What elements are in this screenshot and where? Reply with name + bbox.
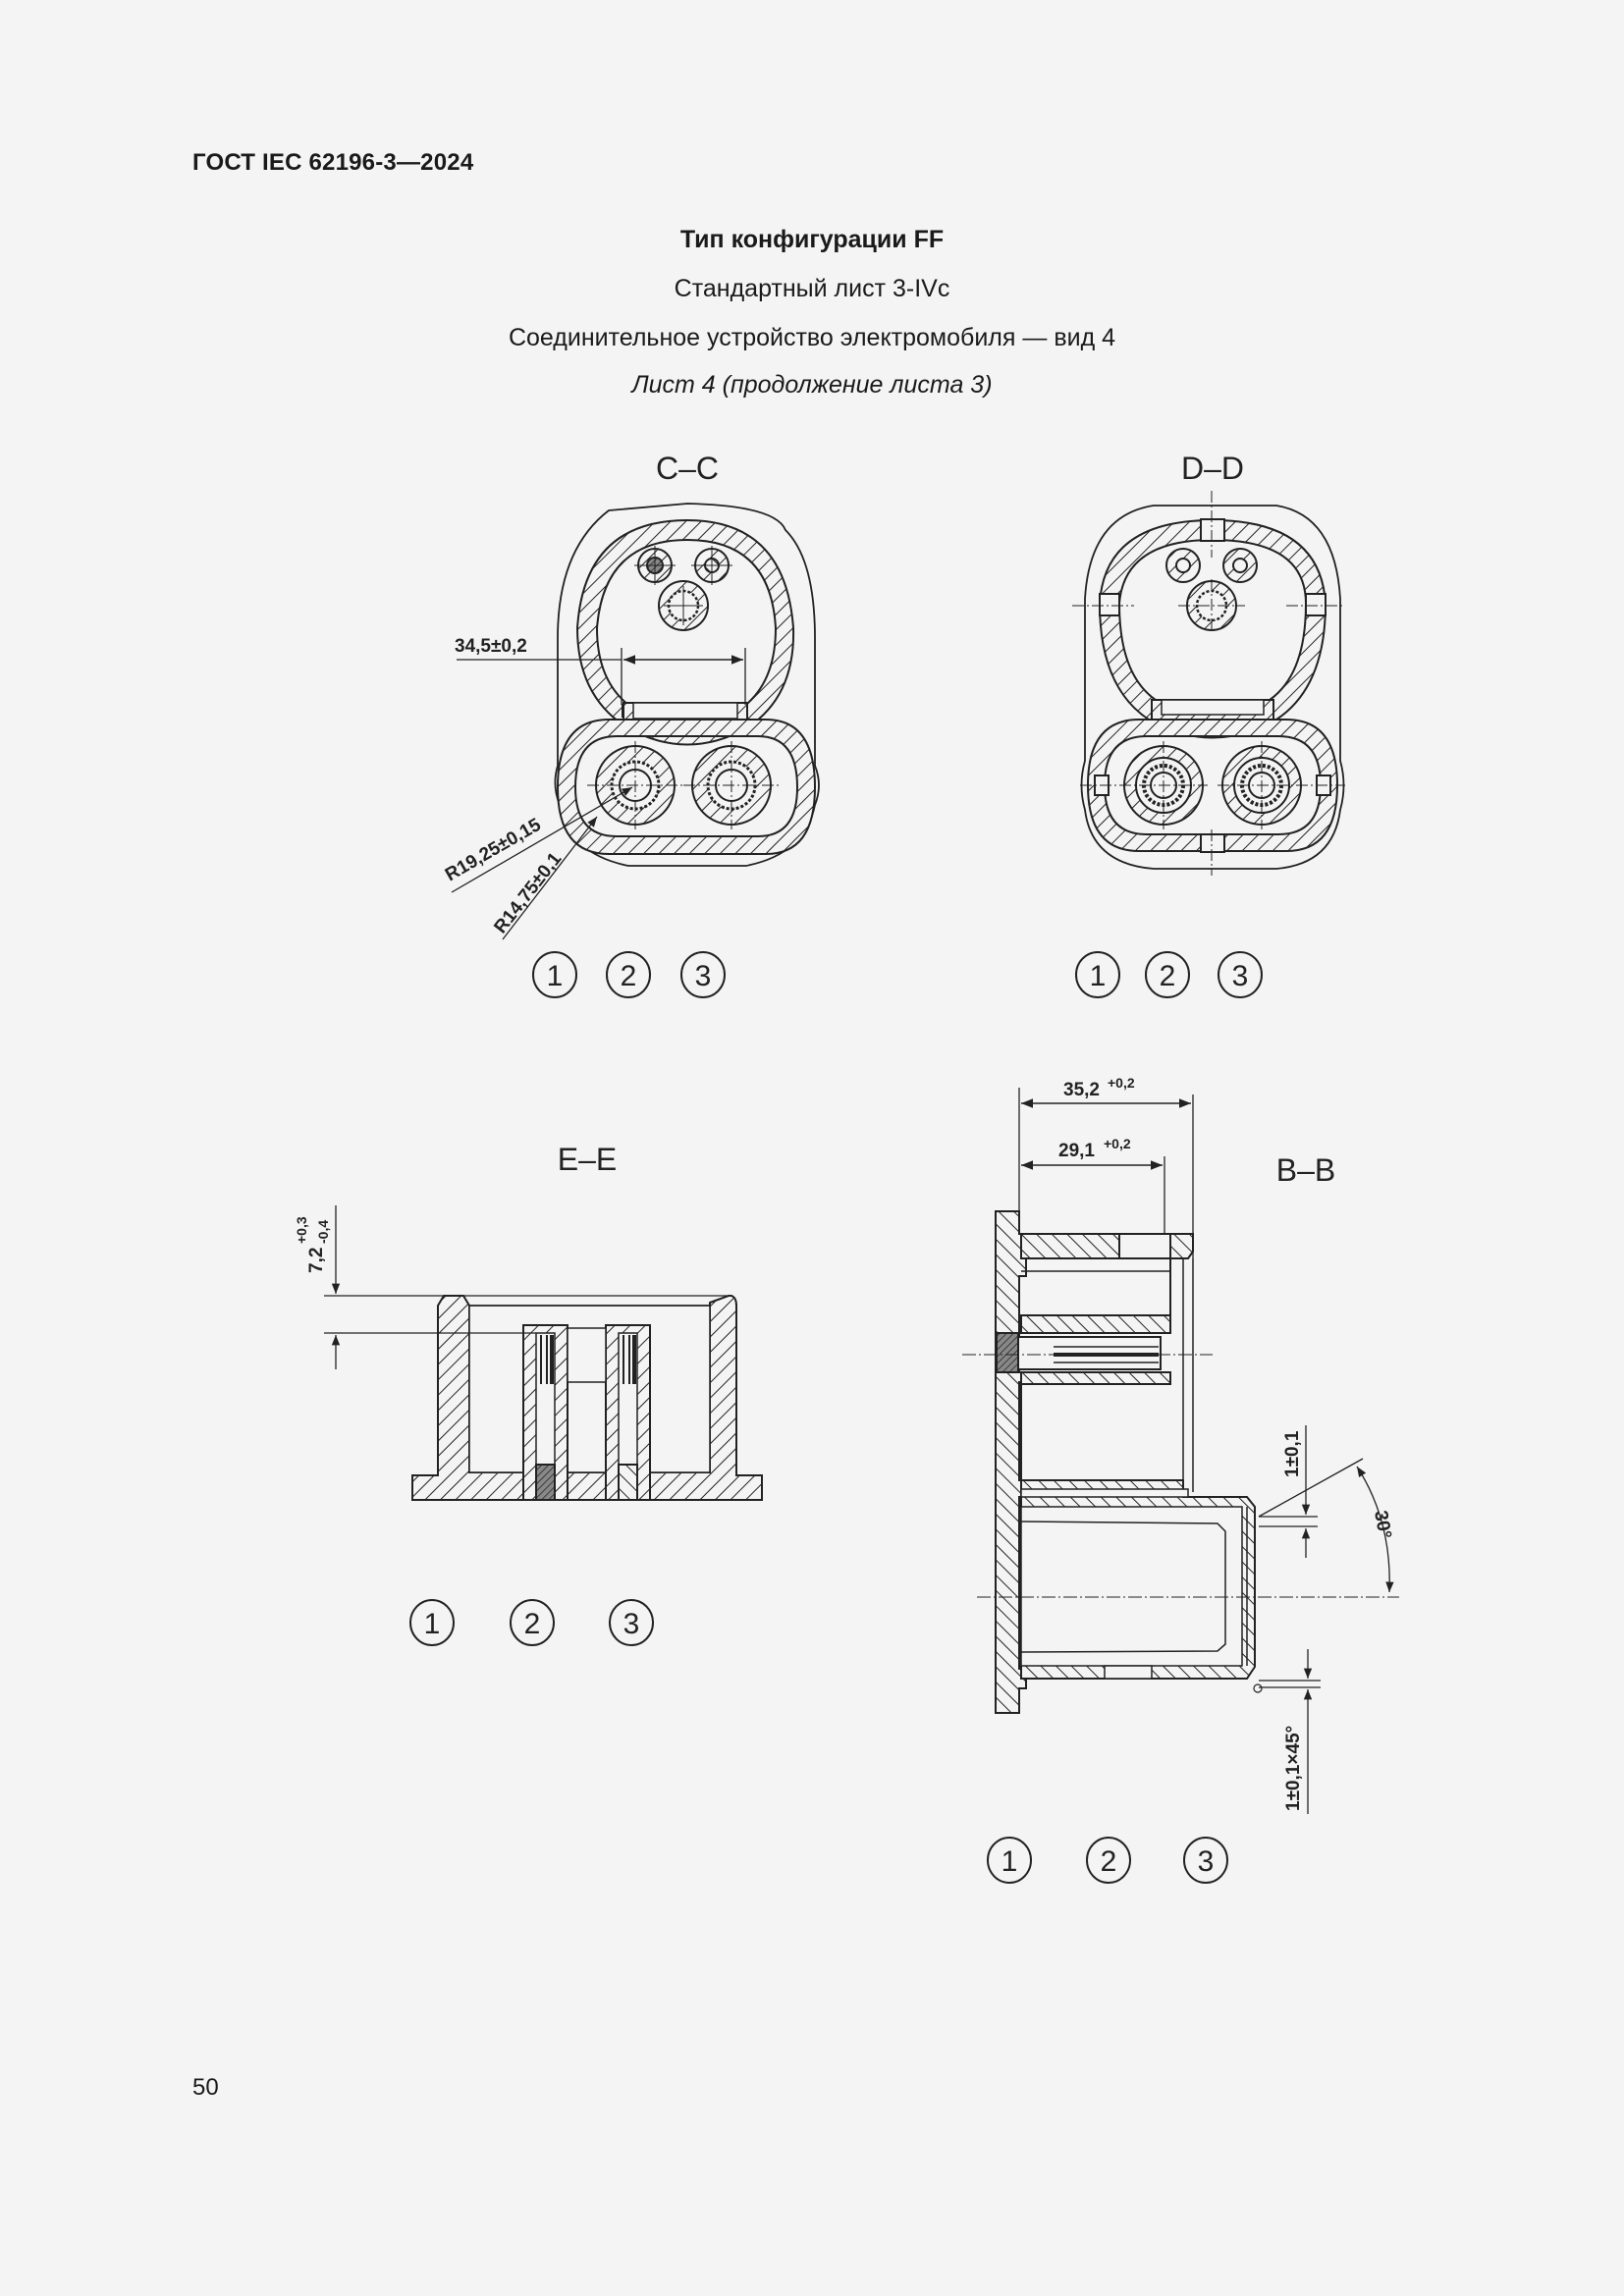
callout-1: 1: [547, 960, 564, 992]
callout-1: 1: [1001, 1845, 1018, 1878]
dim-outer-tol: +0,2: [1108, 1075, 1135, 1091]
ee-callouts: 1 2 3: [409, 1599, 654, 1646]
configuration-type-title: Тип конфигурации FF: [679, 226, 945, 253]
bb-callouts: 1 2 3: [987, 1837, 1228, 1884]
callout-3: 3: [623, 1608, 640, 1640]
dim-angle: 30°: [1370, 1509, 1395, 1540]
dim-depth-ee: 7,2: [306, 1248, 327, 1273]
section-bb-label: B–B: [1276, 1152, 1335, 1188]
standard-code: ГОСТ IEC 62196-3—2024: [192, 149, 474, 176]
callout-2: 2: [1160, 960, 1176, 992]
section-dd: D–D: [1072, 451, 1345, 876]
dim-inner-tol: +0,2: [1104, 1136, 1131, 1151]
section-cc-label: C–C: [656, 451, 719, 486]
callout-3: 3: [1198, 1845, 1215, 1878]
dim-inner-depth: 29,1: [1058, 1141, 1095, 1161]
section-cc: C–C: [442, 451, 820, 940]
section-dd-label: D–D: [1181, 451, 1244, 486]
callout-1: 1: [1090, 960, 1107, 992]
device-title: Соединительное устройство электромобиля …: [508, 324, 1116, 351]
callout-1: 1: [424, 1608, 441, 1640]
callout-2: 2: [621, 960, 637, 992]
page-number: 50: [192, 2074, 219, 2101]
callout-2: 2: [524, 1608, 541, 1640]
dd-callouts: 1 2 3: [1075, 951, 1263, 998]
dim-radius-inner: R14,75±0,1: [490, 848, 566, 937]
dim-depth-upper-tol: +0,3: [294, 1216, 309, 1244]
section-bb: B–B: [962, 1075, 1399, 1814]
dim-chamfer: 1±0,1×45°: [1283, 1726, 1304, 1811]
callout-3: 3: [695, 960, 712, 992]
dim-outer-depth: 35,2: [1063, 1080, 1100, 1100]
section-ee: E–E 7,2 +0,3 -0,4: [294, 1142, 763, 1501]
standard-sheet-title: Стандартный лист 3-IVc: [674, 275, 950, 302]
dim-width-cc: 34,5±0,2: [455, 636, 527, 657]
dim-depth-lower-tol: -0,4: [315, 1220, 331, 1244]
callout-2: 2: [1101, 1845, 1117, 1878]
dim-lip: 1±0,1: [1282, 1430, 1303, 1477]
callout-3: 3: [1232, 960, 1249, 992]
section-ee-label: E–E: [558, 1142, 617, 1177]
continuation-note: Лист 4 (продолжение листа 3): [631, 371, 993, 399]
cc-callouts: 1 2 3: [532, 951, 726, 998]
